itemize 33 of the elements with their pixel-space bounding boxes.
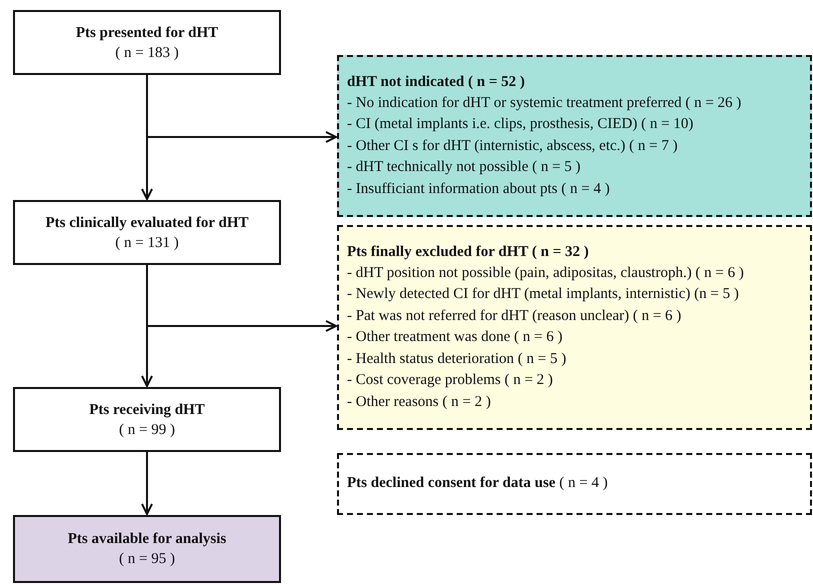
process-box bbox=[13, 200, 281, 265]
list-item: - Other CI s for dHT (internistic, abscess, etc.) ( n = 7 ) bbox=[347, 136, 678, 156]
exclusion-box bbox=[337, 453, 812, 515]
process-box bbox=[13, 515, 281, 583]
list-item: - Other reasons ( n = 2 ) bbox=[347, 392, 491, 412]
box-text: Pts declined consent for data use ( n = 4 ) bbox=[347, 474, 608, 494]
process-box bbox=[13, 387, 281, 452]
count-text: ( n = 99 ) bbox=[119, 420, 175, 440]
exclusion-box bbox=[337, 55, 812, 217]
list-item: - Other treatment was done ( n = 6 ) bbox=[347, 328, 562, 348]
count-text: ( n = 95 ) bbox=[119, 550, 175, 569]
box-heading: Pts available for analysis bbox=[68, 530, 226, 549]
list-item: - CI (metal implants i.e. clips, prosthesis, CIED) ( n = 10) bbox=[347, 115, 694, 134]
box-heading: Pts clinically evaluated for dHT bbox=[45, 214, 249, 232]
box-heading: Pts receiving dHT bbox=[89, 400, 205, 420]
process-box bbox=[13, 10, 281, 75]
arrow bbox=[146, 75, 337, 143]
count-text: ( n = 131 ) bbox=[115, 234, 179, 252]
list-item: - Health status deterioration ( n = 5 ) bbox=[347, 350, 566, 369]
exclusion-box bbox=[337, 225, 812, 430]
list-item: - Newly detected CI for dHT (metal implants, internistic) (n = 5 ) bbox=[347, 285, 739, 304]
list-item: - dHT technically not possible ( n = 5 ) bbox=[347, 158, 581, 178]
box-heading: Pts presented for dHT bbox=[76, 24, 218, 42]
count-text: ( n = 183 ) bbox=[115, 44, 179, 62]
list-item: - dHT position not possible (pain, adipositas, claustroph.) ( n = 6 ) bbox=[347, 264, 744, 283]
box-heading: dHT not indicated ( n = 52 ) bbox=[347, 72, 525, 92]
list-item: - No indication for dHT or systemic treatment preferred ( n = 26 ) bbox=[347, 94, 742, 113]
arrow bbox=[141, 452, 153, 515]
list-item: - Pat was not referred for dHT (reason unclear) ( n = 6 ) bbox=[347, 306, 682, 326]
arrow bbox=[146, 265, 337, 332]
box-heading: Pts finally excluded for dHT ( n = 32 ) bbox=[347, 242, 589, 262]
list-item: - Insufficiant information about pts ( n = 4 ) bbox=[347, 180, 610, 199]
list-item: - Cost coverage problems ( n = 2 ) bbox=[347, 371, 553, 390]
